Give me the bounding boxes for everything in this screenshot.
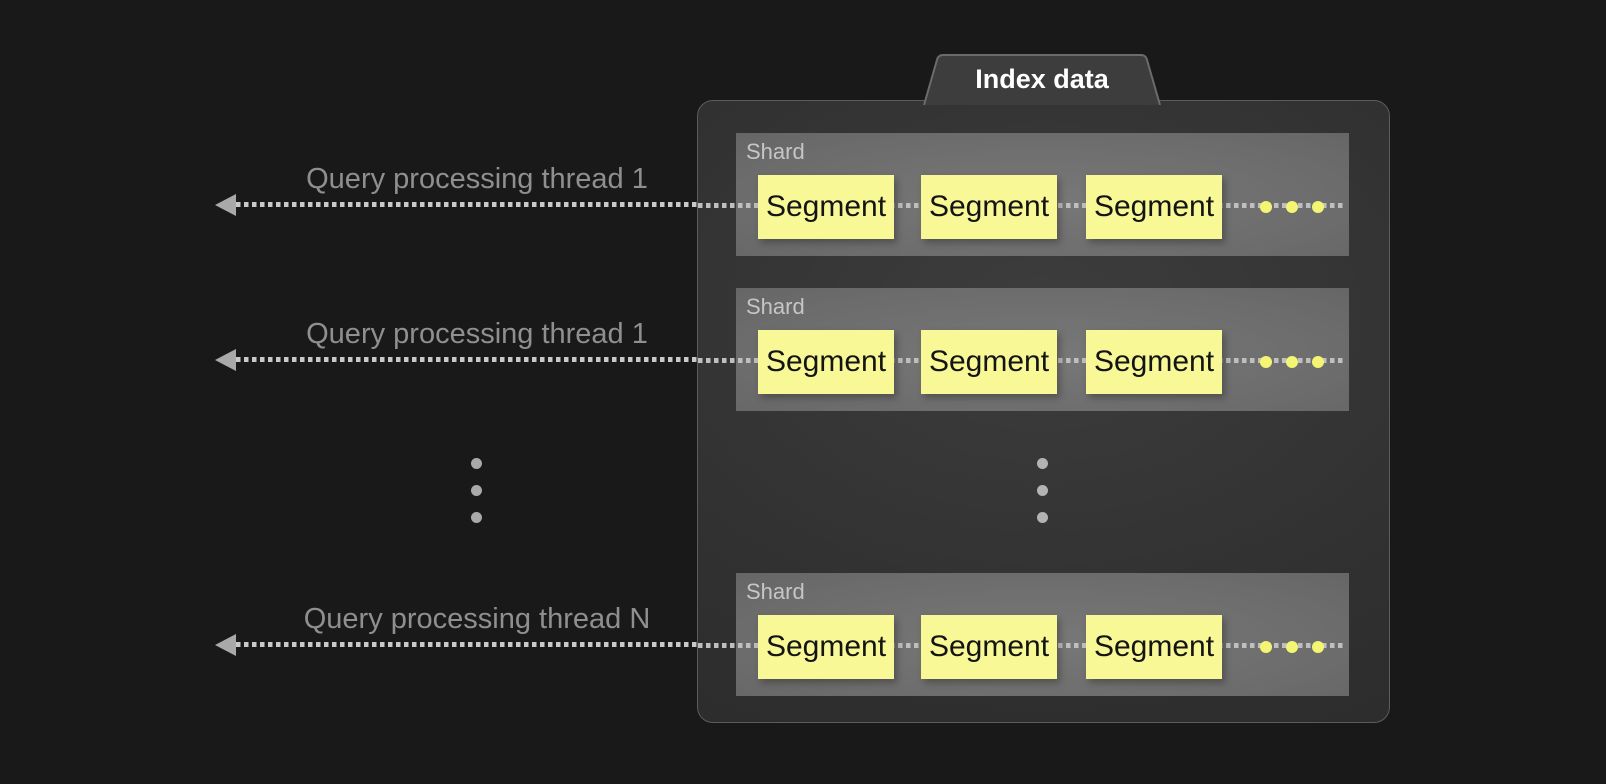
ellipsis-dot bbox=[1037, 458, 1048, 469]
segment-box: Segment bbox=[1086, 175, 1222, 239]
ellipsis-dot bbox=[471, 512, 482, 523]
segment-box: Segment bbox=[758, 175, 894, 239]
more-segments-ellipsis-icon bbox=[1260, 641, 1324, 653]
query-thread-row-1: Query processing thread 1 bbox=[0, 162, 720, 226]
segment-ellipsis-dot bbox=[1260, 641, 1272, 653]
shard-row: Shard Segment Segment Segment bbox=[736, 133, 1349, 256]
query-thread-row-n: Query processing thread N bbox=[0, 602, 720, 666]
segment-ellipsis-dot bbox=[1286, 201, 1298, 213]
dotted-connector-line bbox=[236, 202, 700, 207]
segment-box: Segment bbox=[1086, 330, 1222, 394]
segment-box: Segment bbox=[758, 615, 894, 679]
shard-row: Shard Segment Segment Segment bbox=[736, 288, 1349, 411]
shard-row: Shard Segment Segment Segment bbox=[736, 573, 1349, 696]
segment-box: Segment bbox=[758, 330, 894, 394]
more-shards-ellipsis-icon bbox=[1037, 458, 1048, 523]
arrowhead-left-icon bbox=[215, 194, 236, 216]
thread-label: Query processing thread 1 bbox=[306, 163, 648, 195]
segment-box: Segment bbox=[921, 330, 1057, 394]
segment-ellipsis-dot bbox=[1312, 201, 1324, 213]
ellipsis-dot bbox=[471, 485, 482, 496]
index-data-tab bbox=[923, 54, 1161, 105]
ellipsis-dot bbox=[471, 458, 482, 469]
segment-ellipsis-dot bbox=[1312, 356, 1324, 368]
query-thread-row-2: Query processing thread 1 bbox=[0, 317, 720, 381]
segment-box: Segment bbox=[1086, 615, 1222, 679]
thread-label: Query processing thread N bbox=[303, 603, 651, 635]
arrowhead-left-icon bbox=[215, 349, 236, 371]
arrowhead-left-icon bbox=[215, 634, 236, 656]
index-data-panel: Shard Segment Segment Segment Shard Segm… bbox=[697, 100, 1390, 723]
segment-ellipsis-dot bbox=[1312, 641, 1324, 653]
segment-ellipsis-dot bbox=[1260, 201, 1272, 213]
more-segments-ellipsis-icon bbox=[1260, 201, 1324, 213]
segment-box: Segment bbox=[921, 615, 1057, 679]
shard-label: Shard bbox=[746, 294, 805, 319]
panel-title: Index data bbox=[975, 64, 1109, 94]
segment-ellipsis-dot bbox=[1286, 356, 1298, 368]
ellipsis-dot bbox=[1037, 512, 1048, 523]
shard-label: Shard bbox=[746, 139, 805, 164]
thread-label: Query processing thread 1 bbox=[306, 318, 648, 350]
more-segments-ellipsis-icon bbox=[1260, 356, 1324, 368]
more-threads-ellipsis-icon bbox=[471, 458, 482, 523]
segment-ellipsis-dot bbox=[1260, 356, 1272, 368]
dotted-connector-line bbox=[236, 642, 700, 647]
segment-ellipsis-dot bbox=[1286, 641, 1298, 653]
ellipsis-dot bbox=[1037, 485, 1048, 496]
shard-label: Shard bbox=[746, 579, 805, 604]
dotted-connector-line bbox=[236, 357, 700, 362]
segment-box: Segment bbox=[921, 175, 1057, 239]
